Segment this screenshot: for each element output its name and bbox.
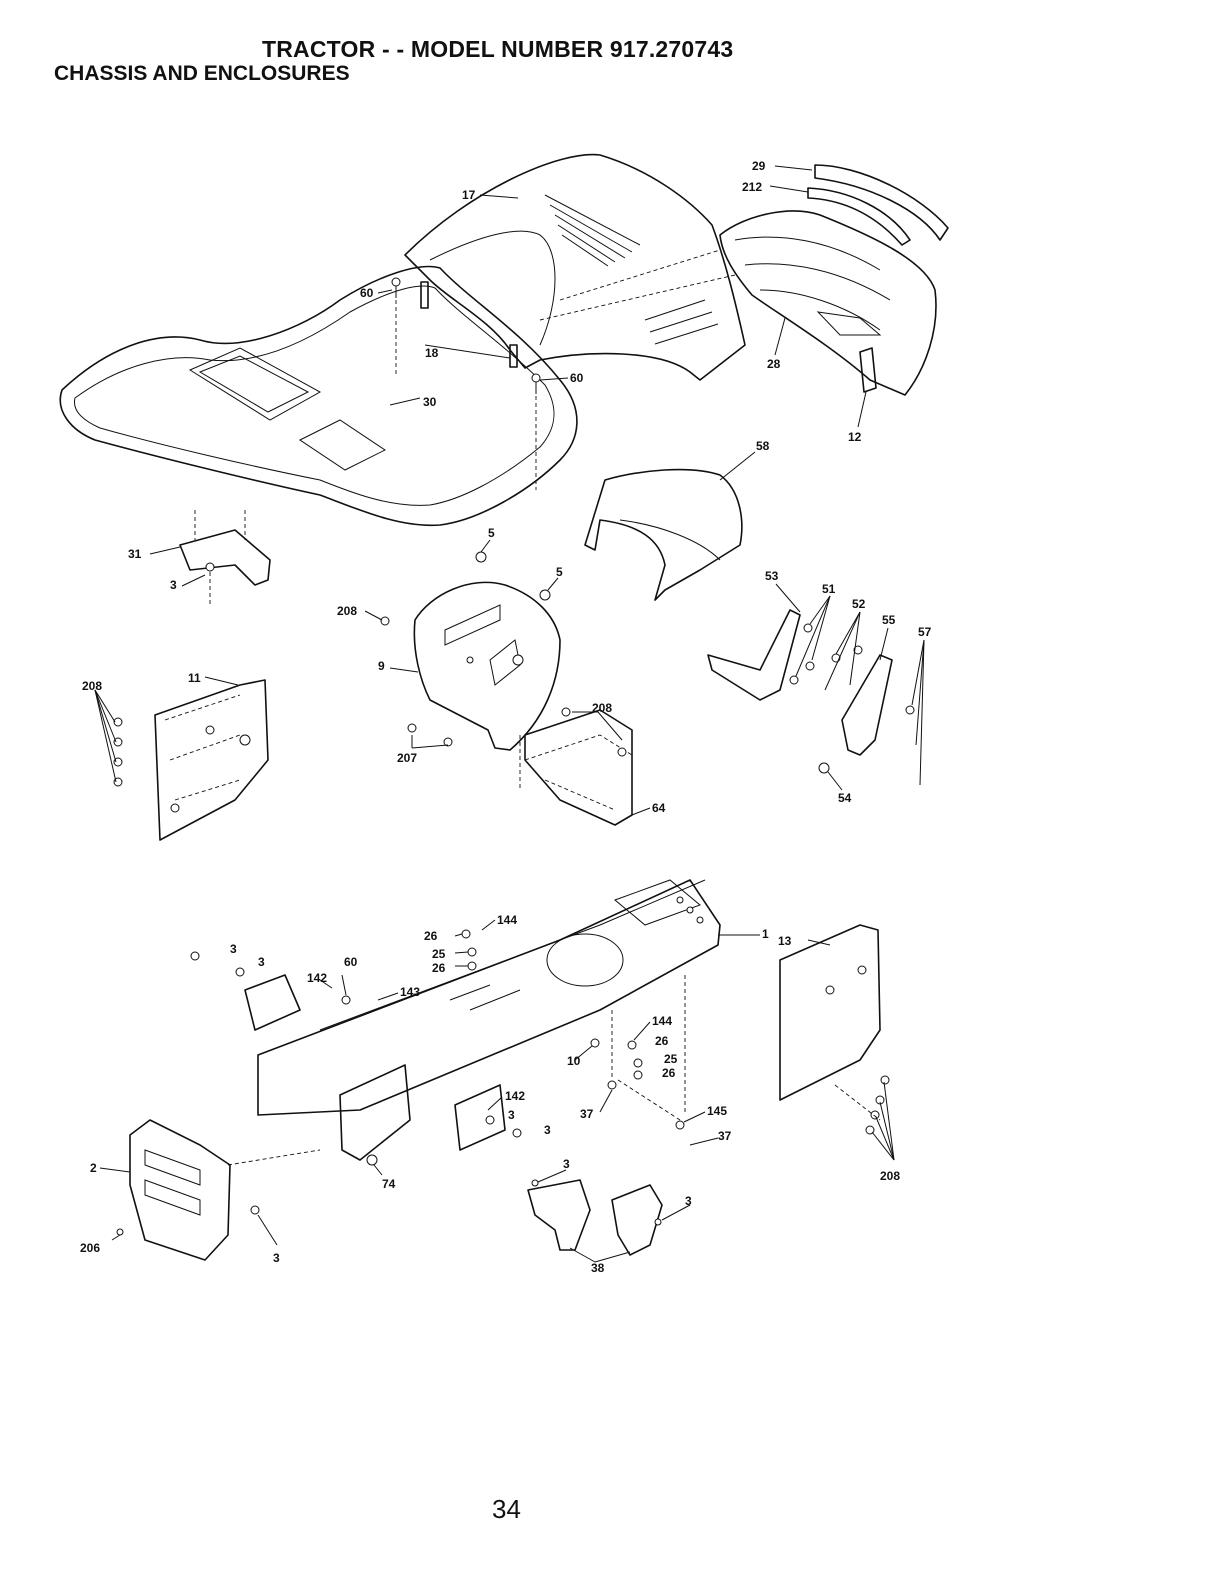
main-frame-part (258, 880, 720, 1115)
callout-3: 3 (508, 1108, 515, 1122)
plate-part (245, 975, 300, 1030)
bracket-part (708, 610, 800, 700)
page-number: 34 (492, 1494, 521, 1525)
hood-part (405, 155, 745, 380)
plate-part (455, 1085, 505, 1150)
callout-2: 2 (90, 1161, 97, 1175)
callout-38: 38 (591, 1261, 605, 1275)
callout-60: 60 (570, 371, 584, 385)
callout-31: 31 (128, 547, 142, 561)
callout-3: 3 (544, 1123, 551, 1137)
callout-142: 142 (307, 971, 327, 985)
fender-part (60, 267, 577, 526)
callout-143: 143 (400, 985, 420, 999)
callout-28: 28 (767, 357, 781, 371)
callout-37: 37 (580, 1107, 594, 1121)
dash-panel-part (414, 582, 560, 750)
callout-57: 57 (918, 625, 932, 639)
callout-17: 17 (462, 188, 476, 202)
callout-3: 3 (273, 1251, 280, 1265)
callout-60: 60 (360, 286, 374, 300)
callout-54: 54 (838, 791, 852, 805)
callout-5: 5 (556, 565, 563, 579)
callout-208: 208 (82, 679, 102, 693)
callout-10: 10 (567, 1054, 581, 1068)
callout-74: 74 (382, 1177, 396, 1191)
callout-55: 55 (882, 613, 896, 627)
callout-145: 145 (707, 1104, 727, 1118)
callout-11: 11 (188, 671, 201, 685)
belt-guard-part (585, 470, 742, 600)
callout-3: 3 (563, 1157, 570, 1171)
callout-58: 58 (756, 439, 770, 453)
callout-26: 26 (655, 1034, 669, 1048)
callout-144: 144 (497, 913, 517, 927)
callout-64: 64 (652, 801, 666, 815)
callout-25: 25 (664, 1052, 678, 1066)
callout-208: 208 (592, 701, 612, 715)
callout-3: 3 (258, 955, 265, 969)
callout-26: 26 (432, 961, 446, 975)
callout-5: 5 (488, 526, 495, 540)
callout-26: 26 (424, 929, 438, 943)
axle-bracket-part (528, 1180, 590, 1250)
callout-29: 29 (752, 159, 766, 173)
callout-53: 53 (765, 569, 779, 583)
callout-9: 9 (378, 659, 385, 673)
latch-part (860, 348, 876, 392)
callout-142: 142 (505, 1089, 525, 1103)
callout-207: 207 (397, 751, 417, 765)
callout-25: 25 (432, 947, 446, 961)
callout-30: 30 (423, 395, 437, 409)
bracket-part (842, 655, 892, 755)
callout-208: 208 (880, 1169, 900, 1183)
callout-1: 1 (762, 927, 769, 941)
callout-208: 208 (337, 604, 357, 618)
callout-52: 52 (852, 597, 866, 611)
callout-37: 37 (718, 1129, 732, 1143)
callout-3: 3 (230, 942, 237, 956)
callout-3: 3 (685, 1194, 692, 1208)
callout-212: 212 (742, 180, 762, 194)
callout-18: 18 (425, 346, 439, 360)
plate-part (340, 1065, 410, 1160)
fender-bracket-part (180, 530, 270, 585)
callout-12: 12 (848, 430, 862, 444)
bracket-part (525, 710, 632, 825)
callout-3: 3 (170, 578, 177, 592)
front-grille-part (720, 211, 936, 395)
side-panel-right (780, 925, 880, 1100)
axle-bracket-part (612, 1185, 662, 1255)
callout-26: 26 (662, 1066, 676, 1080)
callout-51: 51 (822, 582, 836, 596)
side-panel-left (155, 680, 268, 840)
callout-13: 13 (778, 934, 792, 948)
callout-60: 60 (344, 955, 358, 969)
callout-206: 206 (80, 1241, 100, 1255)
callout-144: 144 (652, 1014, 672, 1028)
